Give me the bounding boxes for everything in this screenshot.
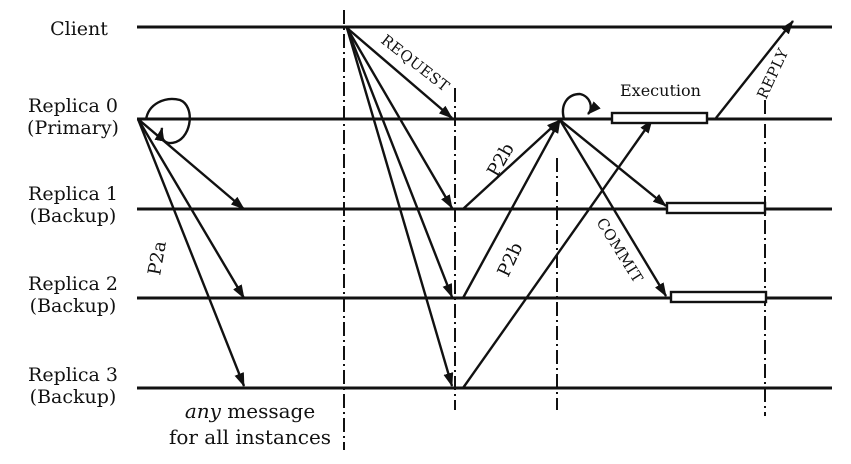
lane-label-replica-3-role: (Backup) bbox=[29, 386, 117, 408]
p2b-upper-label: P2b bbox=[483, 140, 519, 181]
request-arrow-replica-2 bbox=[345, 27, 454, 298]
request-arrow-replica-3 bbox=[345, 27, 454, 387]
execution-box-replica-1 bbox=[665, 201, 767, 215]
self-loop-primary-left bbox=[144, 97, 191, 145]
execution-label: Execution bbox=[620, 81, 701, 100]
p2b-lower-label: P2b bbox=[493, 239, 527, 280]
execution-box-replica-2 bbox=[669, 290, 768, 304]
execution-box-replica-0 bbox=[610, 111, 709, 125]
lane-label-client-text: Client bbox=[50, 18, 108, 40]
lane-label-replica-1-role: (Backup) bbox=[29, 205, 117, 227]
lane-label-replica-1: Replica 1 (Backup) bbox=[8, 183, 138, 227]
p2b-arrow-replica-3 bbox=[462, 119, 653, 389]
p2a-arrow-replica-3 bbox=[136, 118, 246, 387]
commit-arrow-replica-2 bbox=[558, 119, 668, 297]
instance-note-line2: for all instances bbox=[168, 425, 332, 449]
lane-label-replica-1-name: Replica 1 bbox=[28, 183, 118, 205]
lane-label-client: Client bbox=[14, 18, 144, 40]
instance-note-line1: message bbox=[220, 399, 316, 423]
p2a-arrow-replica-1 bbox=[137, 118, 245, 210]
lane-label-replica-0-role: (Primary) bbox=[27, 117, 119, 139]
self-loop-primary-right bbox=[561, 92, 601, 120]
p2b-arrow-replica-1 bbox=[462, 119, 561, 210]
lane-label-replica-3-name: Replica 3 bbox=[28, 364, 118, 386]
p2b-arrow-replica-2 bbox=[461, 119, 562, 299]
reply-arrow bbox=[715, 20, 794, 119]
lane-label-replica-2: Replica 2 (Backup) bbox=[8, 273, 138, 317]
lane-label-replica-2-role: (Backup) bbox=[29, 295, 117, 317]
commit-arrow-replica-1 bbox=[559, 119, 667, 207]
request-arrow-replica-0 bbox=[346, 27, 453, 119]
lane-label-replica-2-name: Replica 2 bbox=[28, 273, 118, 295]
lane-label-replica-3: Replica 3 (Backup) bbox=[8, 364, 138, 408]
p2a-arrow-replica-2 bbox=[136, 118, 246, 299]
instance-note-emphasis: any bbox=[184, 399, 221, 423]
reply-label: REPLY bbox=[753, 45, 792, 102]
lane-label-replica-0: Replica 0 (Primary) bbox=[8, 95, 138, 139]
lane-label-replica-0-name: Replica 0 bbox=[28, 95, 118, 117]
instance-note: any message for all instances bbox=[150, 398, 350, 450]
p2a-label: P2a bbox=[144, 239, 171, 277]
request-arrow-replica-1 bbox=[345, 27, 454, 209]
